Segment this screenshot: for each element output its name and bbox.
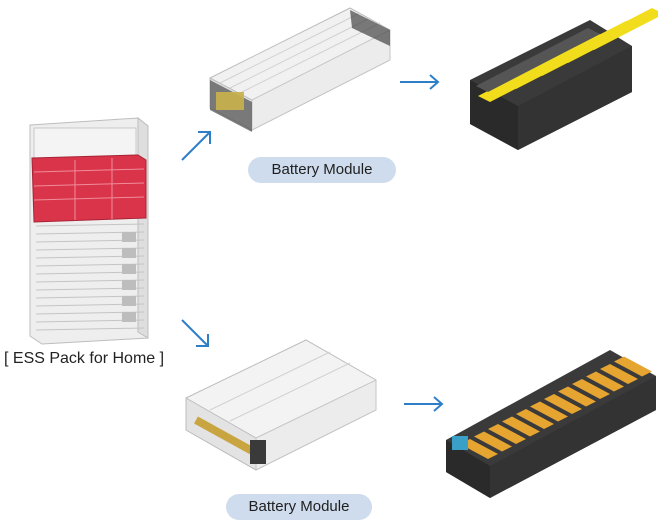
lower-cell-top: [474, 431, 512, 452]
highlighted-module: [31, 154, 147, 223]
pack-module-rows: [35, 223, 145, 331]
pack-row-connector: [122, 264, 136, 274]
upper-cell-tops: [478, 8, 658, 102]
arrow-pack-to-lower-module: [181, 319, 209, 347]
pack-row-connector: [122, 248, 136, 258]
arrow-lower-module-to-open: [404, 396, 444, 412]
lower-cell-top: [516, 409, 554, 429]
pack-row-line: [35, 223, 145, 227]
upper-module-label: Battery Module: [248, 157, 396, 183]
pack-row-connector: [122, 312, 136, 322]
upper-module-image: [209, 7, 391, 132]
arrow-pack-to-upper-module: [181, 131, 211, 161]
lower-cell-top: [572, 379, 610, 399]
lower-cell-tops: [460, 356, 652, 459]
pack-row-connector: [122, 280, 136, 290]
lower-open-module-image: [446, 350, 656, 498]
lower-cell-top: [614, 356, 652, 377]
lower-module-label: Battery Module: [226, 494, 372, 520]
lower-cell-top: [586, 371, 624, 392]
upper-open-module-image: [470, 8, 658, 150]
pack-row-connector: [122, 232, 136, 242]
ess-pack-caption: [ ESS Pack for Home ]: [4, 350, 165, 367]
pack-row-connector: [122, 296, 136, 306]
lower-cell-top: [600, 364, 638, 384]
lower-cell-top: [558, 386, 596, 407]
lower-cell-top: [488, 424, 526, 444]
pack-row-line: [35, 327, 145, 331]
ess-pack-body: [29, 116, 149, 345]
lower-cell-top: [544, 394, 582, 414]
arrow-upper-module-to-open: [400, 74, 440, 90]
lower-cell-top: [460, 439, 498, 459]
upper-cell-top: [582, 8, 658, 50]
lower-module-image: [185, 339, 377, 471]
lower-cell-top: [530, 401, 568, 422]
lower-cell-top: [502, 416, 540, 437]
